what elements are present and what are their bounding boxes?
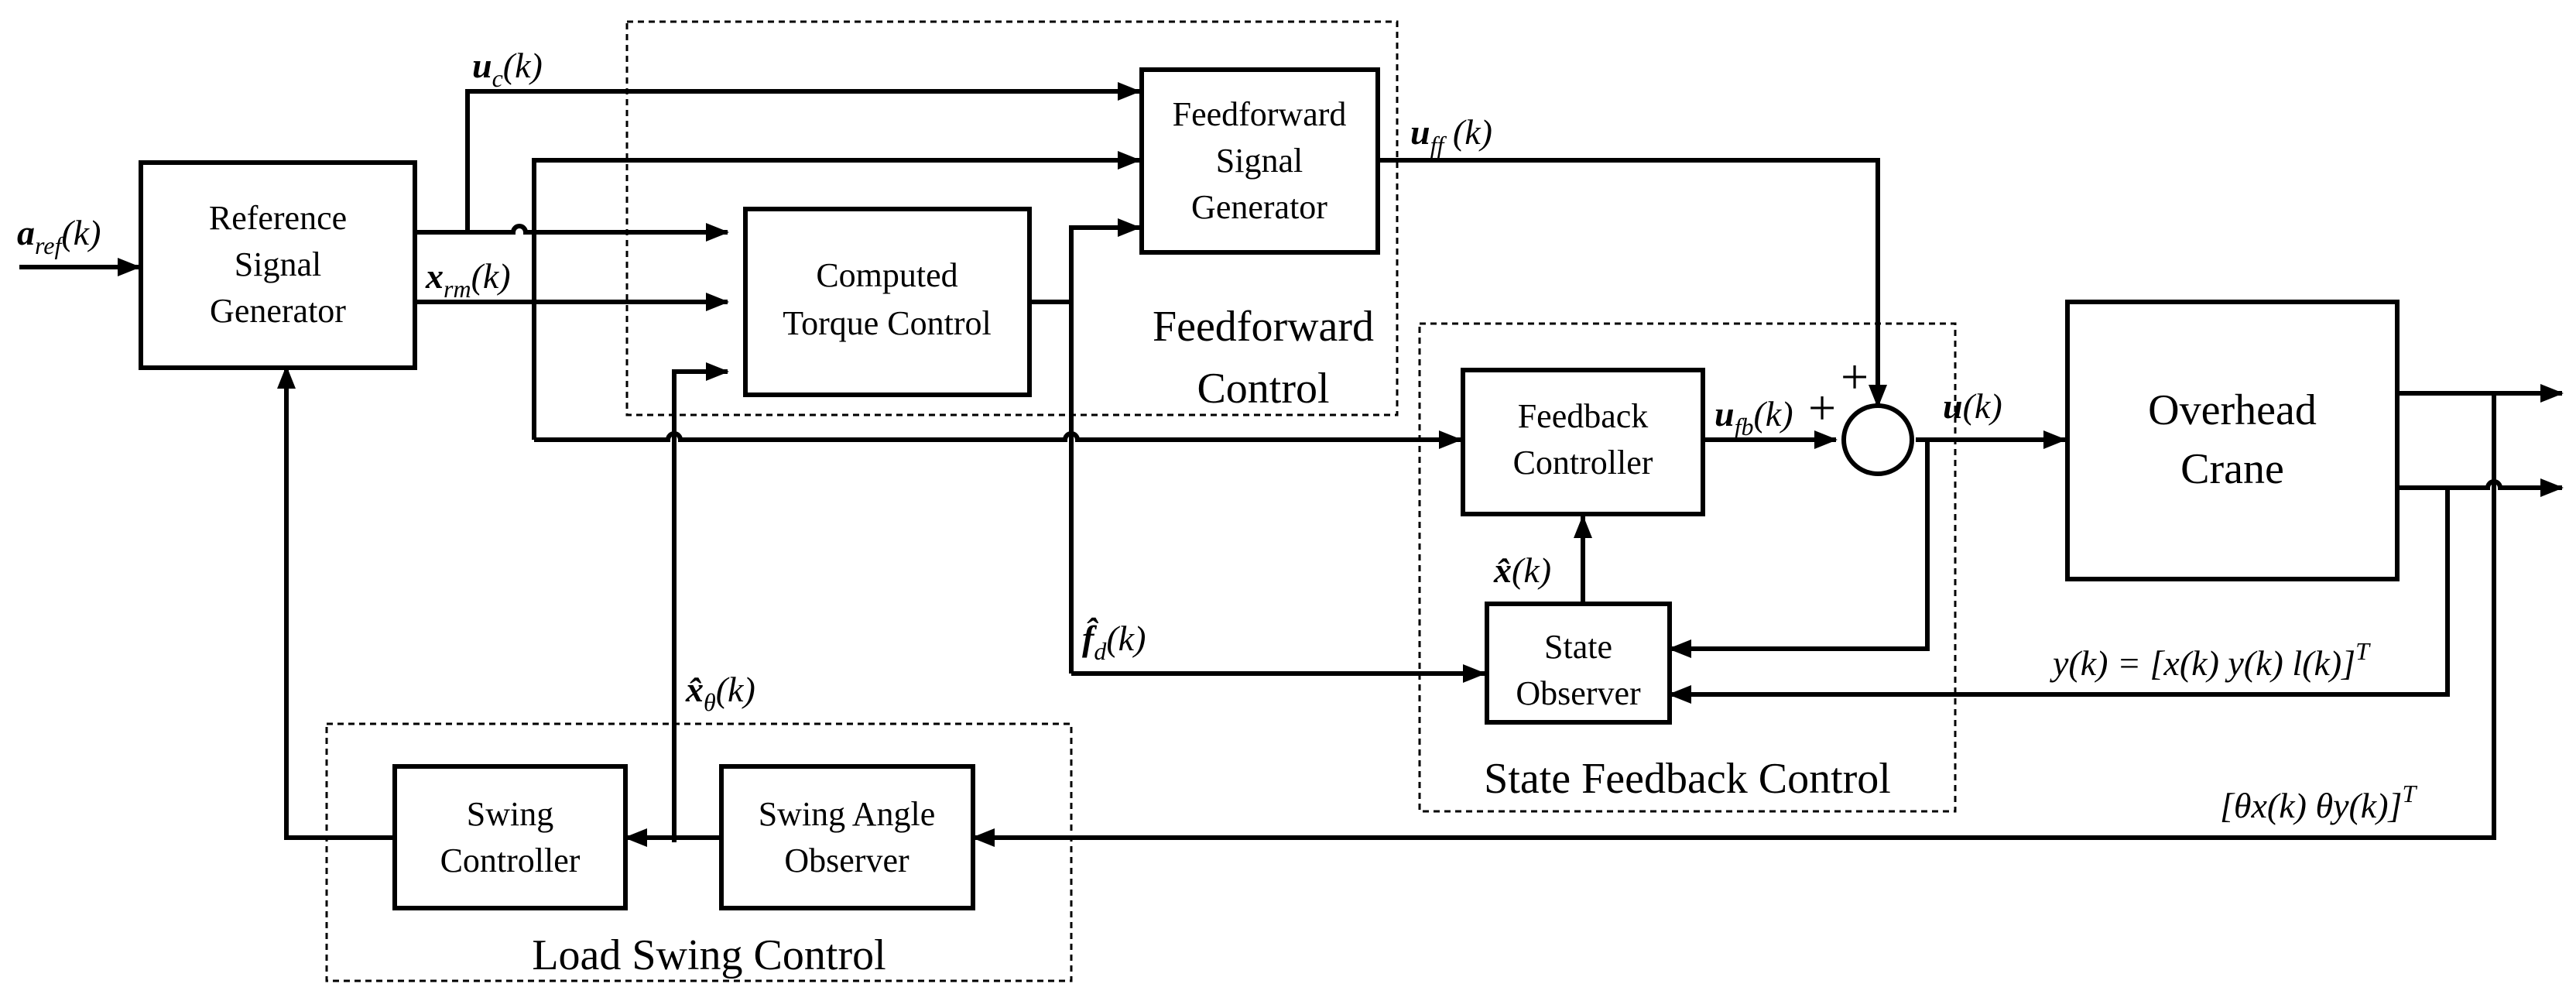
swing-obs-line-2: Observer [784,842,909,879]
wire-xtheta-to-ctc [672,362,729,842]
feedback-controller-block: Feedback Controller [1461,368,1705,516]
ff-gen-line-2: Signal [1216,142,1303,180]
signal-f-hat-d: f̂d(k) [1082,617,1146,665]
ctc-line-2: Torque Control [783,304,991,342]
signal-x-hat: x̂(k) [1493,550,1551,590]
swing-angle-observer-block: Swing Angle Observer [719,764,975,910]
signal-x-rm: xrm(k) [425,256,511,303]
swing-controller-block: Swing Controller [392,764,628,910]
sum-sign-top: + [1841,349,1869,404]
signal-u: u(k) [1943,386,2002,426]
swing-obs-line-1: Swing Angle [759,795,936,833]
wire-y-feedback [1668,488,2450,704]
feedforward-group-title-2: Control [1197,365,1329,413]
wire-xrm-to-fb [534,430,1462,449]
crane-line-1: Overhead [2148,386,2317,434]
feedforward-control-group [625,20,1399,417]
signal-u-c: uc(k) [472,46,543,92]
summing-junction [1841,403,1914,476]
feedforward-group-title-1: Feedforward [1153,303,1374,351]
signal-u-ff: uff (k) [1410,112,1492,159]
reference-signal-generator-block: Reference Signal Generator [139,160,417,370]
ref-gen-line-2: Signal [235,245,321,283]
fb-ctrl-line-1: Feedback [1518,397,1649,435]
signal-a-ref: aref(k) [17,213,101,259]
overhead-crane-block: Overhead Crane [2065,300,2400,581]
sum-sign-left: + [1808,380,1836,435]
wire-swing-to-ref [277,365,395,840]
wire-xrm-to-ff [532,151,1141,440]
state-feedback-group-title: State Feedback Control [1484,755,1891,803]
computed-torque-control-block: Computed Torque Control [743,207,1032,397]
swing-ctrl-line-2: Controller [440,842,581,879]
crane-line-2: Crane [2180,445,2284,493]
feedforward-signal-generator-block: Feedforward Signal Generator [1139,67,1380,255]
fb-ctrl-line-2: Controller [1513,444,1653,482]
ff-gen-line-3: Generator [1191,188,1327,226]
signal-y: y(k) = [x(k) y(k) l(k)]T [2050,637,2371,683]
ref-gen-line-3: Generator [210,292,346,330]
wire-crane-out2 [2397,478,2564,497]
signal-x-hat-theta: x̂θ(k) [685,670,755,716]
ff-gen-line-1: Feedforward [1173,95,1347,133]
wire-fd-to-ff [1069,218,1141,674]
state-feedback-control-group [1418,322,1957,813]
load-swing-group-title: Load Swing Control [532,931,886,979]
wire-uc [465,82,1141,232]
wire-theta-feedback [971,393,2496,847]
wire-xrm-to-ctc1 [415,223,729,242]
signal-theta-vector: [θx(k) θy(k)]T [2220,780,2417,825]
load-swing-control-group [325,722,1073,982]
wire-u-to-observer [1668,440,1930,658]
swing-ctrl-line-1: Swing [467,795,553,833]
ref-gen-line-1: Reference [209,199,347,237]
observer-line-2: Observer [1516,674,1641,712]
ctc-line-1: Computed [816,256,957,294]
state-observer-block: State Observer [1485,602,1672,725]
wire-uff [1378,158,1887,408]
observer-line-1: State [1544,628,1612,666]
signal-u-fb: ufb(k) [1714,394,1793,441]
